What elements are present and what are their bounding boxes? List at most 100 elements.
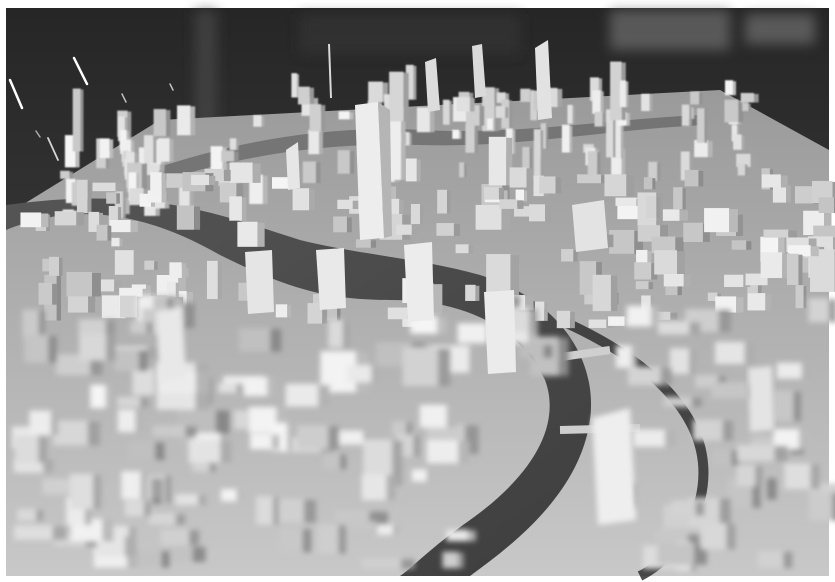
model-building-side	[413, 65, 417, 100]
model-building	[696, 108, 705, 143]
model-building	[237, 221, 258, 247]
model-building-side	[318, 384, 330, 407]
model-building	[465, 124, 475, 153]
model-building	[377, 524, 393, 535]
model-building-side	[234, 151, 239, 162]
model-building	[533, 175, 544, 197]
model-building-side	[458, 552, 464, 569]
model-building	[361, 558, 401, 569]
model-building-side	[403, 72, 409, 122]
model-building	[144, 260, 155, 270]
model-building	[626, 305, 652, 327]
model-building-side	[832, 492, 835, 521]
river	[6, 198, 592, 577]
model-building	[175, 494, 199, 506]
model-building	[663, 396, 692, 407]
model-building	[786, 253, 799, 285]
model-building-side	[540, 130, 544, 179]
model-building	[78, 319, 106, 335]
model-building-side	[106, 332, 116, 361]
model-building-side	[181, 302, 195, 328]
model-building	[787, 245, 811, 257]
model-building	[609, 229, 635, 254]
model-building-side	[677, 251, 685, 275]
model-building	[648, 161, 658, 181]
model-building-side	[261, 116, 265, 127]
model-building	[388, 120, 402, 180]
model-building-side	[119, 238, 123, 247]
model-building	[71, 182, 81, 206]
model-building-side	[69, 171, 74, 179]
model-building	[143, 135, 154, 163]
model-building-side	[194, 206, 201, 230]
model-building-side	[38, 310, 45, 339]
model-building	[484, 187, 499, 200]
model-building	[410, 204, 421, 225]
model-building	[361, 474, 387, 501]
model-building-side	[38, 436, 47, 463]
model-building-side	[131, 140, 135, 163]
model-building	[711, 382, 749, 399]
model-building-side	[41, 213, 49, 228]
model-building	[651, 236, 676, 254]
model-building	[66, 271, 92, 297]
model-building	[757, 551, 784, 568]
model-building-side	[649, 94, 653, 112]
model-building-side	[748, 103, 751, 111]
model-building-side	[146, 322, 153, 334]
model-building	[238, 328, 271, 352]
model-building	[54, 535, 86, 547]
model-building-side	[91, 272, 101, 297]
model-building	[608, 316, 625, 326]
model-building	[38, 282, 53, 305]
model-building	[152, 425, 186, 437]
model-building-side	[429, 108, 435, 133]
model-building-side	[544, 302, 548, 321]
model-building-side	[271, 434, 280, 450]
model-building-side	[155, 442, 165, 460]
model-building-side	[116, 193, 120, 204]
model-building-side	[798, 254, 803, 285]
model-building	[604, 174, 627, 197]
model-building-side	[738, 100, 744, 123]
model-building	[79, 331, 107, 361]
model-building-side	[698, 170, 704, 187]
model-building	[302, 161, 316, 183]
model-building	[592, 274, 611, 312]
model-building-side	[505, 107, 509, 118]
model-building-side	[198, 495, 207, 506]
model-building-side	[675, 237, 684, 254]
model-building	[633, 429, 665, 447]
model-building	[54, 211, 77, 226]
model-building	[646, 196, 657, 218]
model-building	[733, 134, 742, 150]
model-building	[328, 319, 344, 348]
model-building-side	[688, 529, 700, 554]
model-building	[680, 151, 690, 181]
model-building	[747, 293, 766, 311]
model-building-side	[105, 320, 116, 335]
model-building	[673, 187, 683, 210]
model-building	[763, 229, 789, 238]
model-building	[773, 390, 794, 422]
model-building-side	[169, 139, 174, 162]
model-building	[128, 172, 137, 201]
model-building-side	[363, 431, 375, 445]
model-building-side	[832, 237, 835, 251]
model-building-side	[545, 205, 551, 222]
model-building	[114, 250, 134, 275]
model-building	[442, 551, 459, 569]
model-building-side	[309, 87, 314, 105]
model-building-side	[399, 199, 404, 215]
model-building-side	[657, 162, 661, 181]
model-building	[658, 321, 690, 335]
model-building	[635, 281, 649, 290]
landmark-towers	[156, 40, 774, 525]
model-building-side	[117, 207, 122, 226]
model-building-side	[124, 536, 135, 557]
model-building-side	[178, 275, 186, 296]
model-building-side	[755, 465, 763, 487]
model-building-side	[236, 490, 243, 502]
model-building	[663, 273, 684, 287]
model-building-side	[799, 430, 808, 450]
